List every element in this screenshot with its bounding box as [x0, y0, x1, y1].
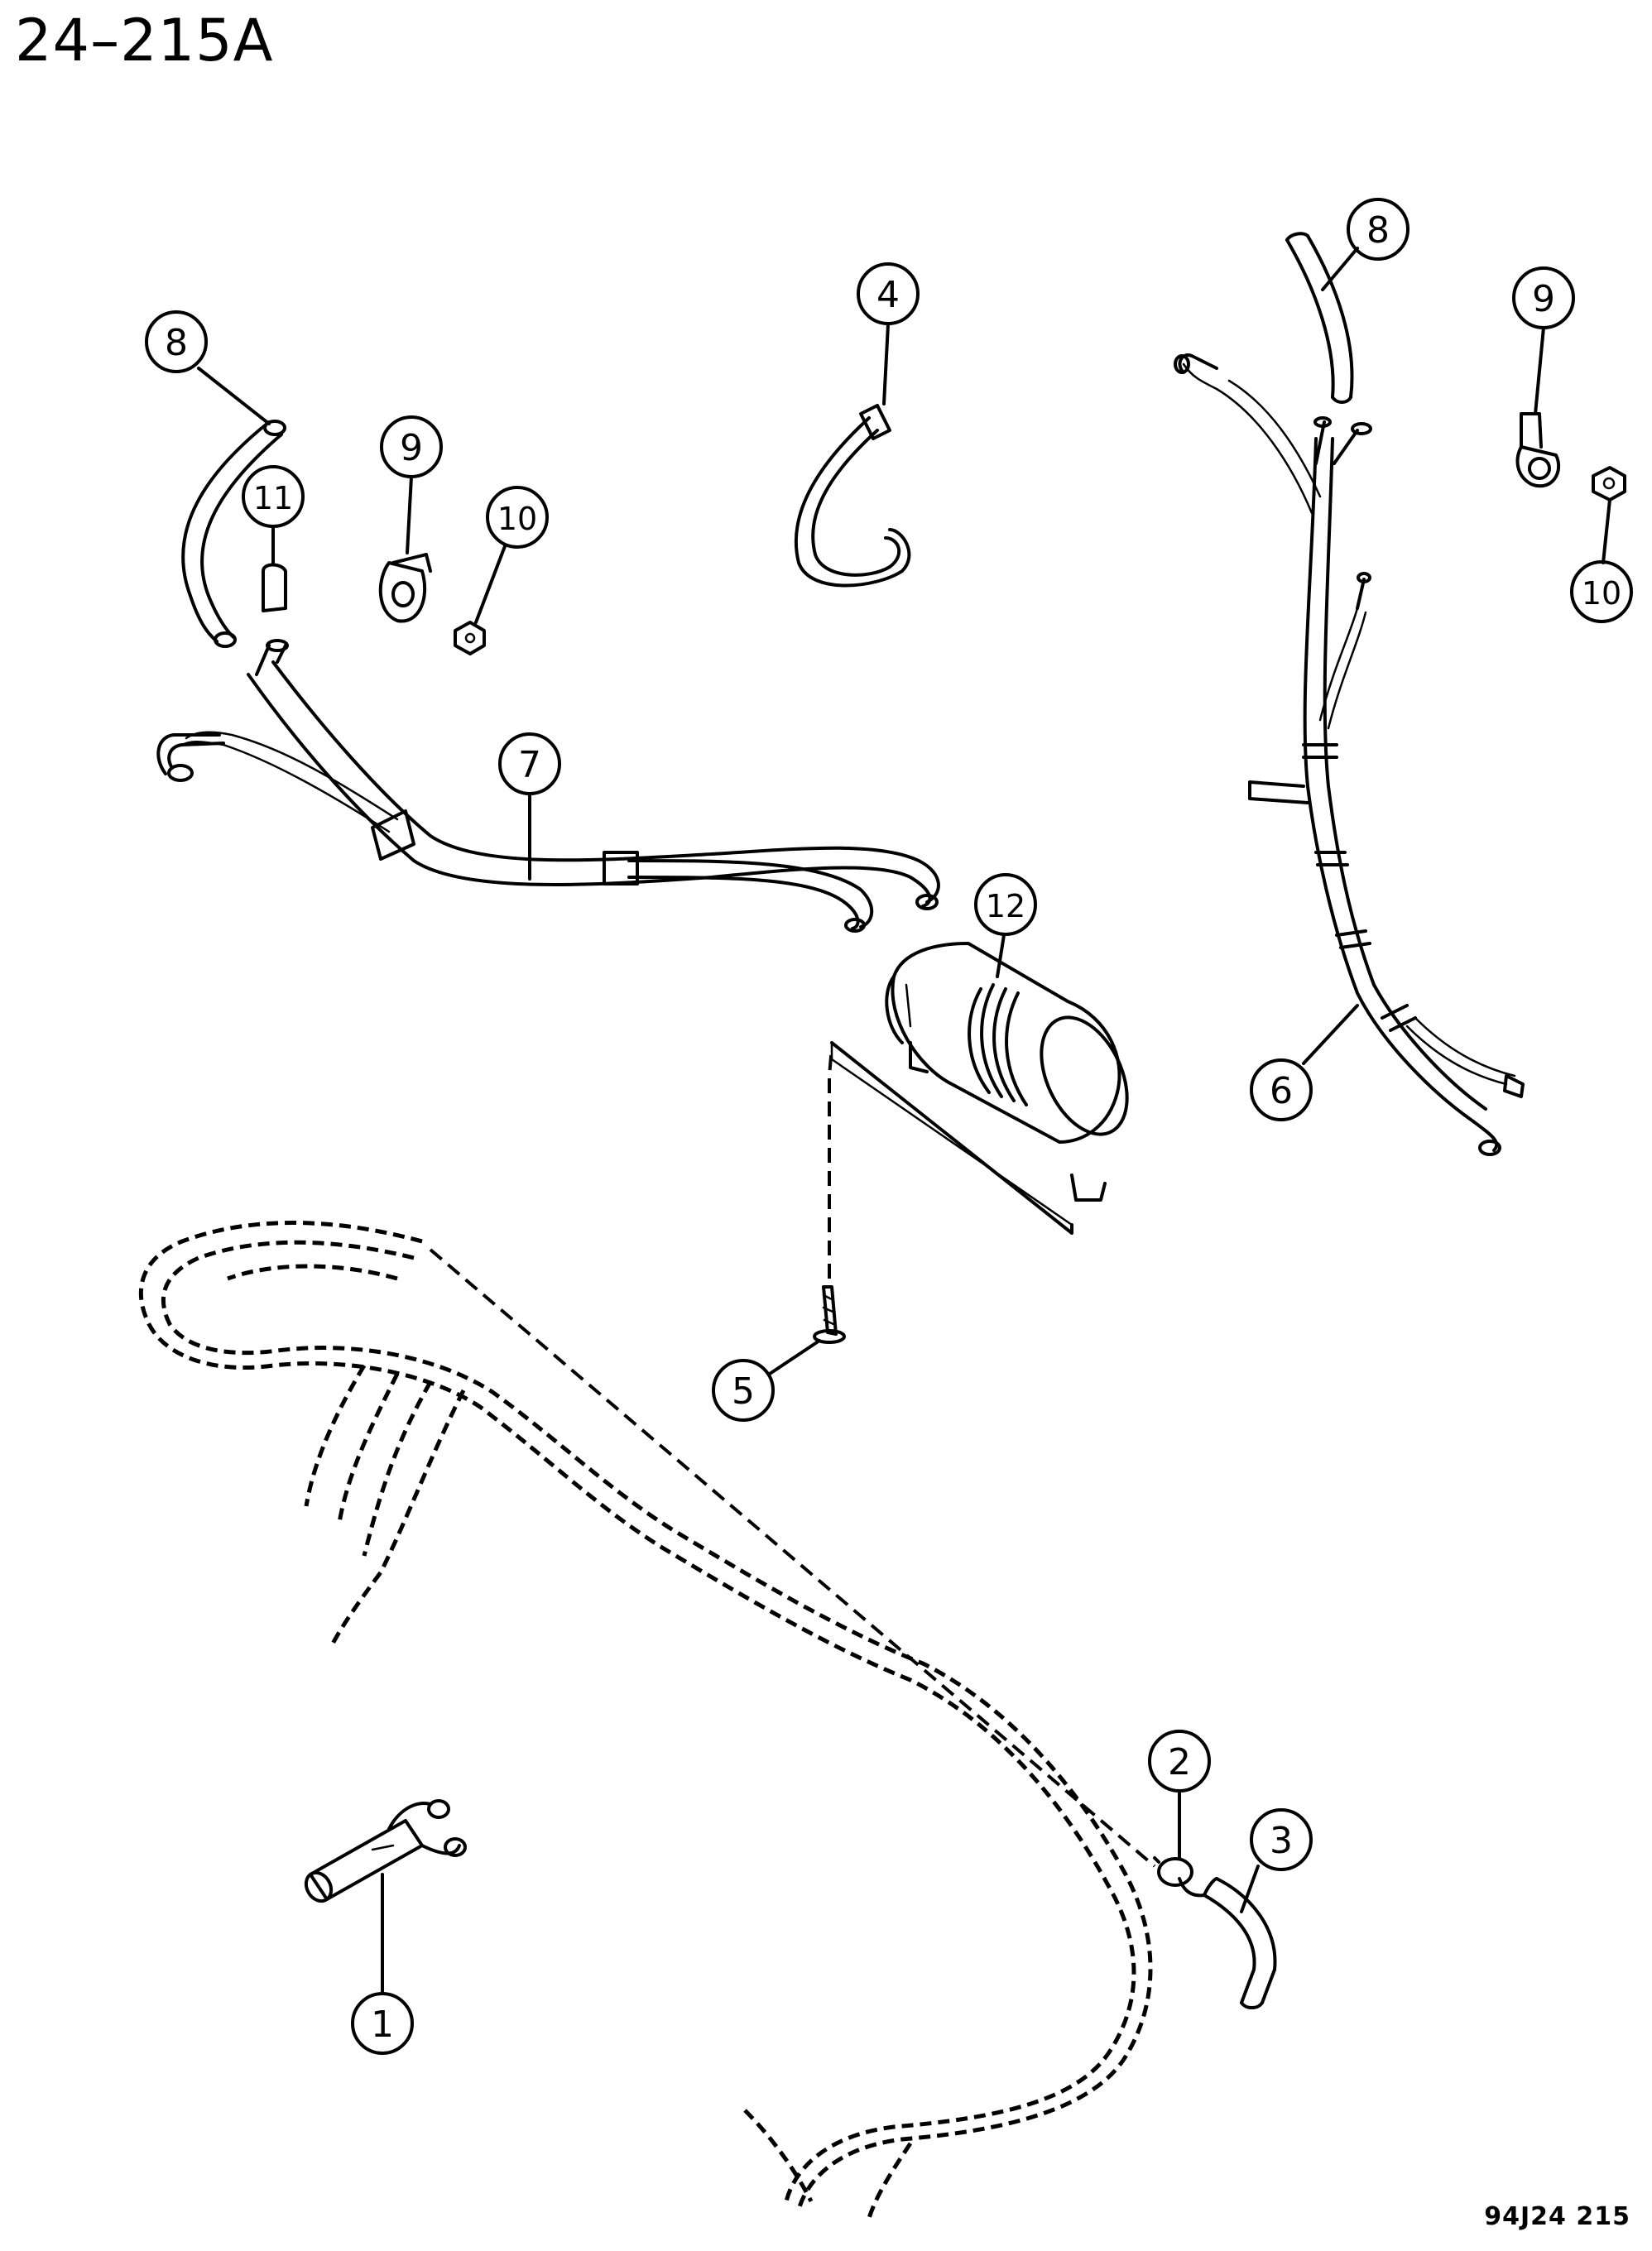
tee-fitting [304, 1799, 467, 1903]
callout-10-left: 10 [474, 486, 549, 624]
callout-2: 2 [1148, 1730, 1211, 1860]
callout-5: 5 [712, 1339, 821, 1422]
callout-1-label: 1 [371, 2004, 394, 2046]
hose-harness-right [1174, 353, 1525, 1156]
callout-7: 7 [498, 732, 561, 881]
nut-left [454, 621, 486, 655]
callout-8-right-label: 8 [1366, 209, 1390, 252]
cap [262, 563, 287, 612]
hidden-fuel-lines [138, 1221, 1153, 2219]
callout-12-label: 12 [986, 888, 1025, 924]
callout-9-right: 9 [1512, 266, 1575, 415]
callout-2-label: 2 [1168, 1741, 1191, 1783]
callout-12: 12 [974, 873, 1037, 978]
hose-harness-left [156, 639, 940, 933]
clip-left [378, 553, 432, 623]
phantom-line-valve [429, 1248, 1156, 1868]
hose-right [1285, 232, 1354, 404]
callout-3-label: 3 [1270, 1820, 1293, 1862]
canister [830, 942, 1129, 1235]
callout-9-left: 9 [380, 415, 443, 554]
callout-1: 1 [351, 1873, 414, 2055]
callout-9-left-label: 9 [400, 427, 423, 469]
callout-10-right-label: 10 [1582, 575, 1621, 612]
callout-8-right: 8 [1321, 198, 1409, 291]
callout-4: 4 [857, 262, 920, 406]
callout-10-left-label: 10 [497, 501, 537, 537]
callout-4-label: 4 [876, 274, 900, 316]
callout-11-label: 11 [253, 480, 293, 516]
callout-8-left-label: 8 [165, 322, 188, 364]
nut-right [1592, 466, 1626, 502]
clip-right [1515, 412, 1561, 488]
callout-6: 6 [1250, 1004, 1359, 1121]
callout-6-label: 6 [1270, 1070, 1293, 1112]
callout-10-right: 10 [1570, 498, 1633, 623]
callout-7-label: 7 [518, 744, 541, 786]
diagram-code: 94J24 215 [1484, 2202, 1630, 2231]
callout-11: 11 [242, 465, 305, 564]
phantom-line-bolt [828, 1046, 833, 1279]
callout-9-right-label: 9 [1532, 278, 1555, 320]
hose-left [181, 420, 286, 648]
bolt [813, 1285, 846, 1344]
page-title: 24–215A [15, 7, 274, 74]
valve [1153, 1856, 1206, 1898]
callout-3: 3 [1240, 1808, 1313, 1913]
callout-5-label: 5 [732, 1370, 755, 1413]
callout-8-left: 8 [145, 310, 271, 425]
hose-elbow [1203, 1877, 1277, 2009]
strap [794, 404, 911, 588]
